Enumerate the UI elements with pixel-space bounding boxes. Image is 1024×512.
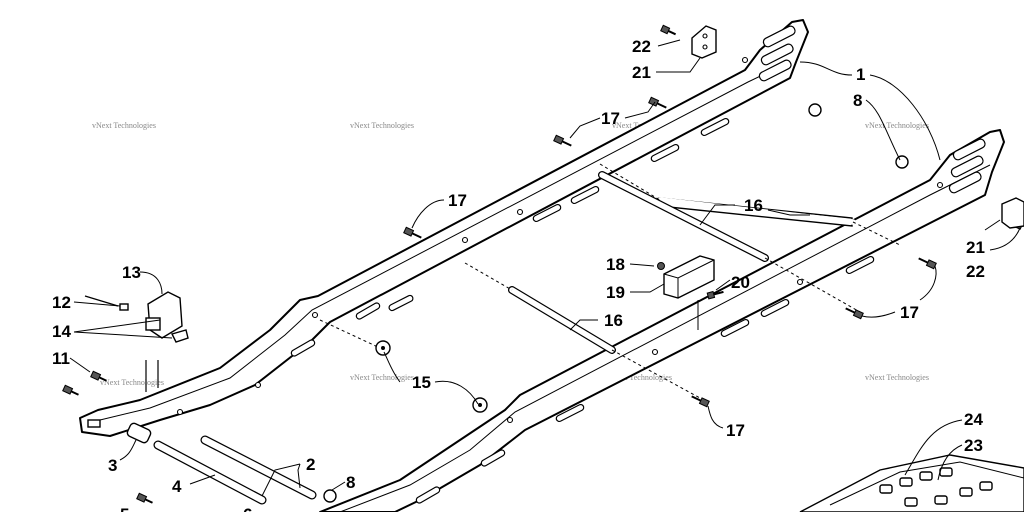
callout-14: 14 xyxy=(52,322,71,341)
track-detail xyxy=(799,454,1024,512)
callout-2: 2 xyxy=(306,455,315,474)
callout-18: 18 xyxy=(606,255,625,274)
watermark-6: vNext Technologies xyxy=(350,373,414,382)
watermark-4: vNext Technologies xyxy=(865,121,929,130)
callout-16a: 16 xyxy=(744,196,763,215)
callout-12: 12 xyxy=(52,293,71,312)
callout-23: 23 xyxy=(964,436,983,455)
leader-lines xyxy=(69,39,1021,497)
callout-4: 4 xyxy=(172,477,182,496)
callout-11: 11 xyxy=(52,349,70,368)
watermark-7: vNext Technologies xyxy=(608,373,672,382)
callout-19: 19 xyxy=(606,283,625,302)
callout-22a: 22 xyxy=(632,37,651,56)
callout-3: 3 xyxy=(108,456,117,475)
callout-8a: 8 xyxy=(853,91,862,110)
callout-21b: 21 xyxy=(966,238,985,257)
callout-17b: 17 xyxy=(448,191,467,210)
hardware xyxy=(62,24,1024,512)
callout-17a: 17 xyxy=(601,109,620,128)
callout-15: 15 xyxy=(412,373,431,392)
rail-left xyxy=(79,19,809,437)
callout-20: 20 xyxy=(731,273,750,292)
callout-22b: 22 xyxy=(966,262,985,281)
callout-13: 13 xyxy=(122,263,141,282)
callout-5: 5 xyxy=(120,505,129,512)
callout-16b: 16 xyxy=(604,311,623,330)
callout-17c: 17 xyxy=(900,303,919,322)
callout-17d: 17 xyxy=(726,421,745,440)
watermark-1: vNext Technologies xyxy=(92,121,156,130)
callout-1: 1 xyxy=(856,65,865,84)
rail-right xyxy=(319,129,1005,512)
watermark-2: vNext Technologies xyxy=(350,121,414,130)
callout-6: 6 xyxy=(243,505,252,512)
watermark-5: vNext Technologies xyxy=(100,378,164,387)
callout-21a: 21 xyxy=(632,63,651,82)
cross-shafts xyxy=(126,163,901,505)
callout-8b: 8 xyxy=(346,473,355,492)
callout-24: 24 xyxy=(964,410,983,429)
callout-labels: 1 2 3 4 5 6 8 8 11 12 13 14 15 16 16 17 … xyxy=(52,37,985,512)
watermark-8: vNext Technologies xyxy=(865,373,929,382)
